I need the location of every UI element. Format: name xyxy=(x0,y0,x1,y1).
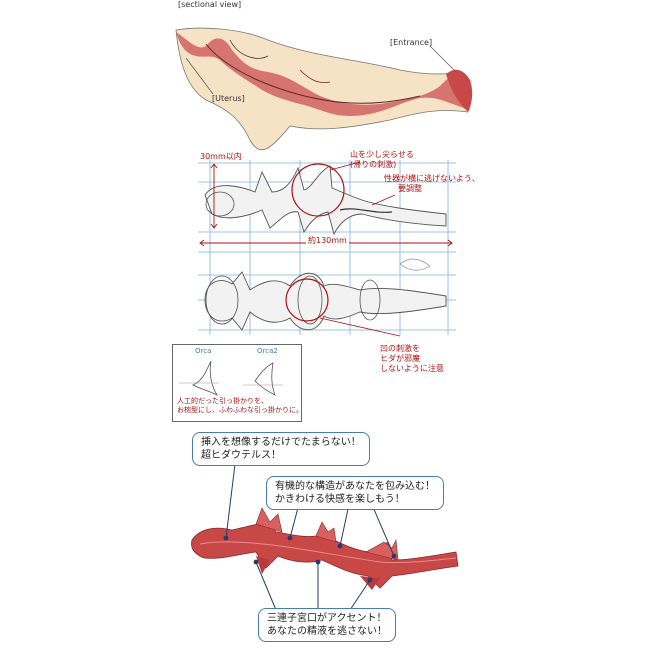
note-adjust-line-2: 要調整 xyxy=(398,184,422,193)
callout-bottom-line-1: 三連子宮口がアクセント！ xyxy=(267,613,387,624)
callout-middle-line-1: 有機的な構造があなたを包み込む！ xyxy=(275,481,435,492)
note-adjust: 性器が横に逃げないよう、 要調整 xyxy=(384,174,480,194)
inset-note-line-1: 人工的だった引っ掛かりを、 xyxy=(177,397,268,405)
entrance-label: [Entrance] xyxy=(390,38,433,47)
orca-comparison-inset: Orca Orca2 人工的だった引っ掛かりを、 お椀型にし、ふわふわな引っ掛か… xyxy=(172,344,303,422)
callout-middle-line-2: かきわける快感を楽しもう！ xyxy=(275,494,405,505)
orca-shapes-icon xyxy=(179,360,283,396)
callout-top-line-1: 挿入を想像するだけでたまらない！ xyxy=(201,437,361,448)
callout-bottom: 三連子宮口がアクセント！ あなたの精液を逃さない！ xyxy=(258,608,396,642)
orca-label: Orca xyxy=(195,347,212,355)
note-valley-line-1: 凹の刺激を xyxy=(380,344,420,353)
sectional-title: [sectional view] xyxy=(178,0,242,9)
inset-note-line-2: お椀型にし、ふわふわな引っ掛かりに。 xyxy=(177,405,303,414)
callout-top-line-2: 超ヒダウテルス！ xyxy=(201,450,281,461)
note-mountain-line-2: (帰りの刺激) xyxy=(350,160,397,169)
note-valley: 凹の刺激を ヒダが邪魔 しないように注意 xyxy=(380,344,444,374)
callout-bottom-line-2: あなたの精液を逃さない！ xyxy=(267,626,387,637)
callout-top: 挿入を想像するだけでたまらない！ 超ヒダウテルス！ xyxy=(192,432,370,466)
callout-middle: 有機的な構造があなたを包み込む！ かきわける快感を楽しもう！ xyxy=(266,476,444,510)
note-mountain-line-1: 山を少し尖らせる xyxy=(350,150,414,159)
inset-note: 人工的だった引っ掛かりを、 お椀型にし、ふわふわな引っ掛かりに。 xyxy=(177,397,303,415)
note-valley-line-3: しないように注意 xyxy=(380,364,444,373)
width-note: 30mm以内 xyxy=(200,152,242,161)
length-note: 約130mm xyxy=(306,236,349,246)
note-adjust-line-1: 性器が横に逃げないよう、 xyxy=(384,174,480,183)
orca2-label: Orca2 xyxy=(257,347,278,355)
note-valley-line-2: ヒダが邪魔 xyxy=(380,354,420,363)
note-mountain: 山を少し尖らせる (帰りの刺激) xyxy=(350,150,414,170)
uterus-label: [Uterus] xyxy=(212,94,245,103)
